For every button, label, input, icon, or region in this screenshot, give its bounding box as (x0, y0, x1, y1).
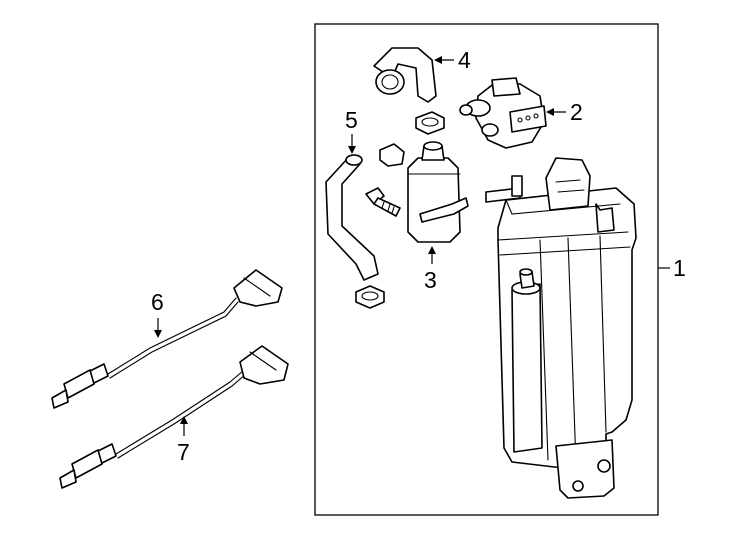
callout-5: 5 (345, 107, 358, 133)
callout-6: 6 (151, 289, 164, 315)
purge-valve-part[interactable] (459, 77, 547, 149)
clamp-b[interactable] (379, 143, 405, 167)
oxygen-sensor-lower-part[interactable] (59, 345, 289, 489)
callout-4-leader (434, 56, 454, 64)
callout-5-leader (348, 134, 356, 154)
assembly-frame (314, 23, 659, 516)
callout-2-leader (546, 108, 566, 116)
hose-lower-part[interactable] (325, 154, 379, 281)
callout-3-leader (428, 246, 436, 264)
clamp-c[interactable] (355, 285, 385, 309)
callout-6-leader (154, 318, 162, 338)
callout-3: 3 (424, 267, 437, 293)
bolt-part[interactable] (365, 187, 401, 217)
hose-upper-part[interactable] (373, 47, 437, 103)
callout-7-leader (180, 416, 188, 436)
callout-7: 7 (177, 439, 190, 465)
callout-4: 4 (458, 47, 471, 73)
inline-filter-part[interactable] (407, 141, 469, 243)
clamp-a[interactable] (415, 111, 445, 135)
oxygen-sensor-upper-part[interactable] (51, 269, 283, 409)
canister-part[interactable] (485, 157, 637, 499)
callout-1: 1 (673, 255, 686, 281)
callout-2: 2 (570, 99, 583, 125)
